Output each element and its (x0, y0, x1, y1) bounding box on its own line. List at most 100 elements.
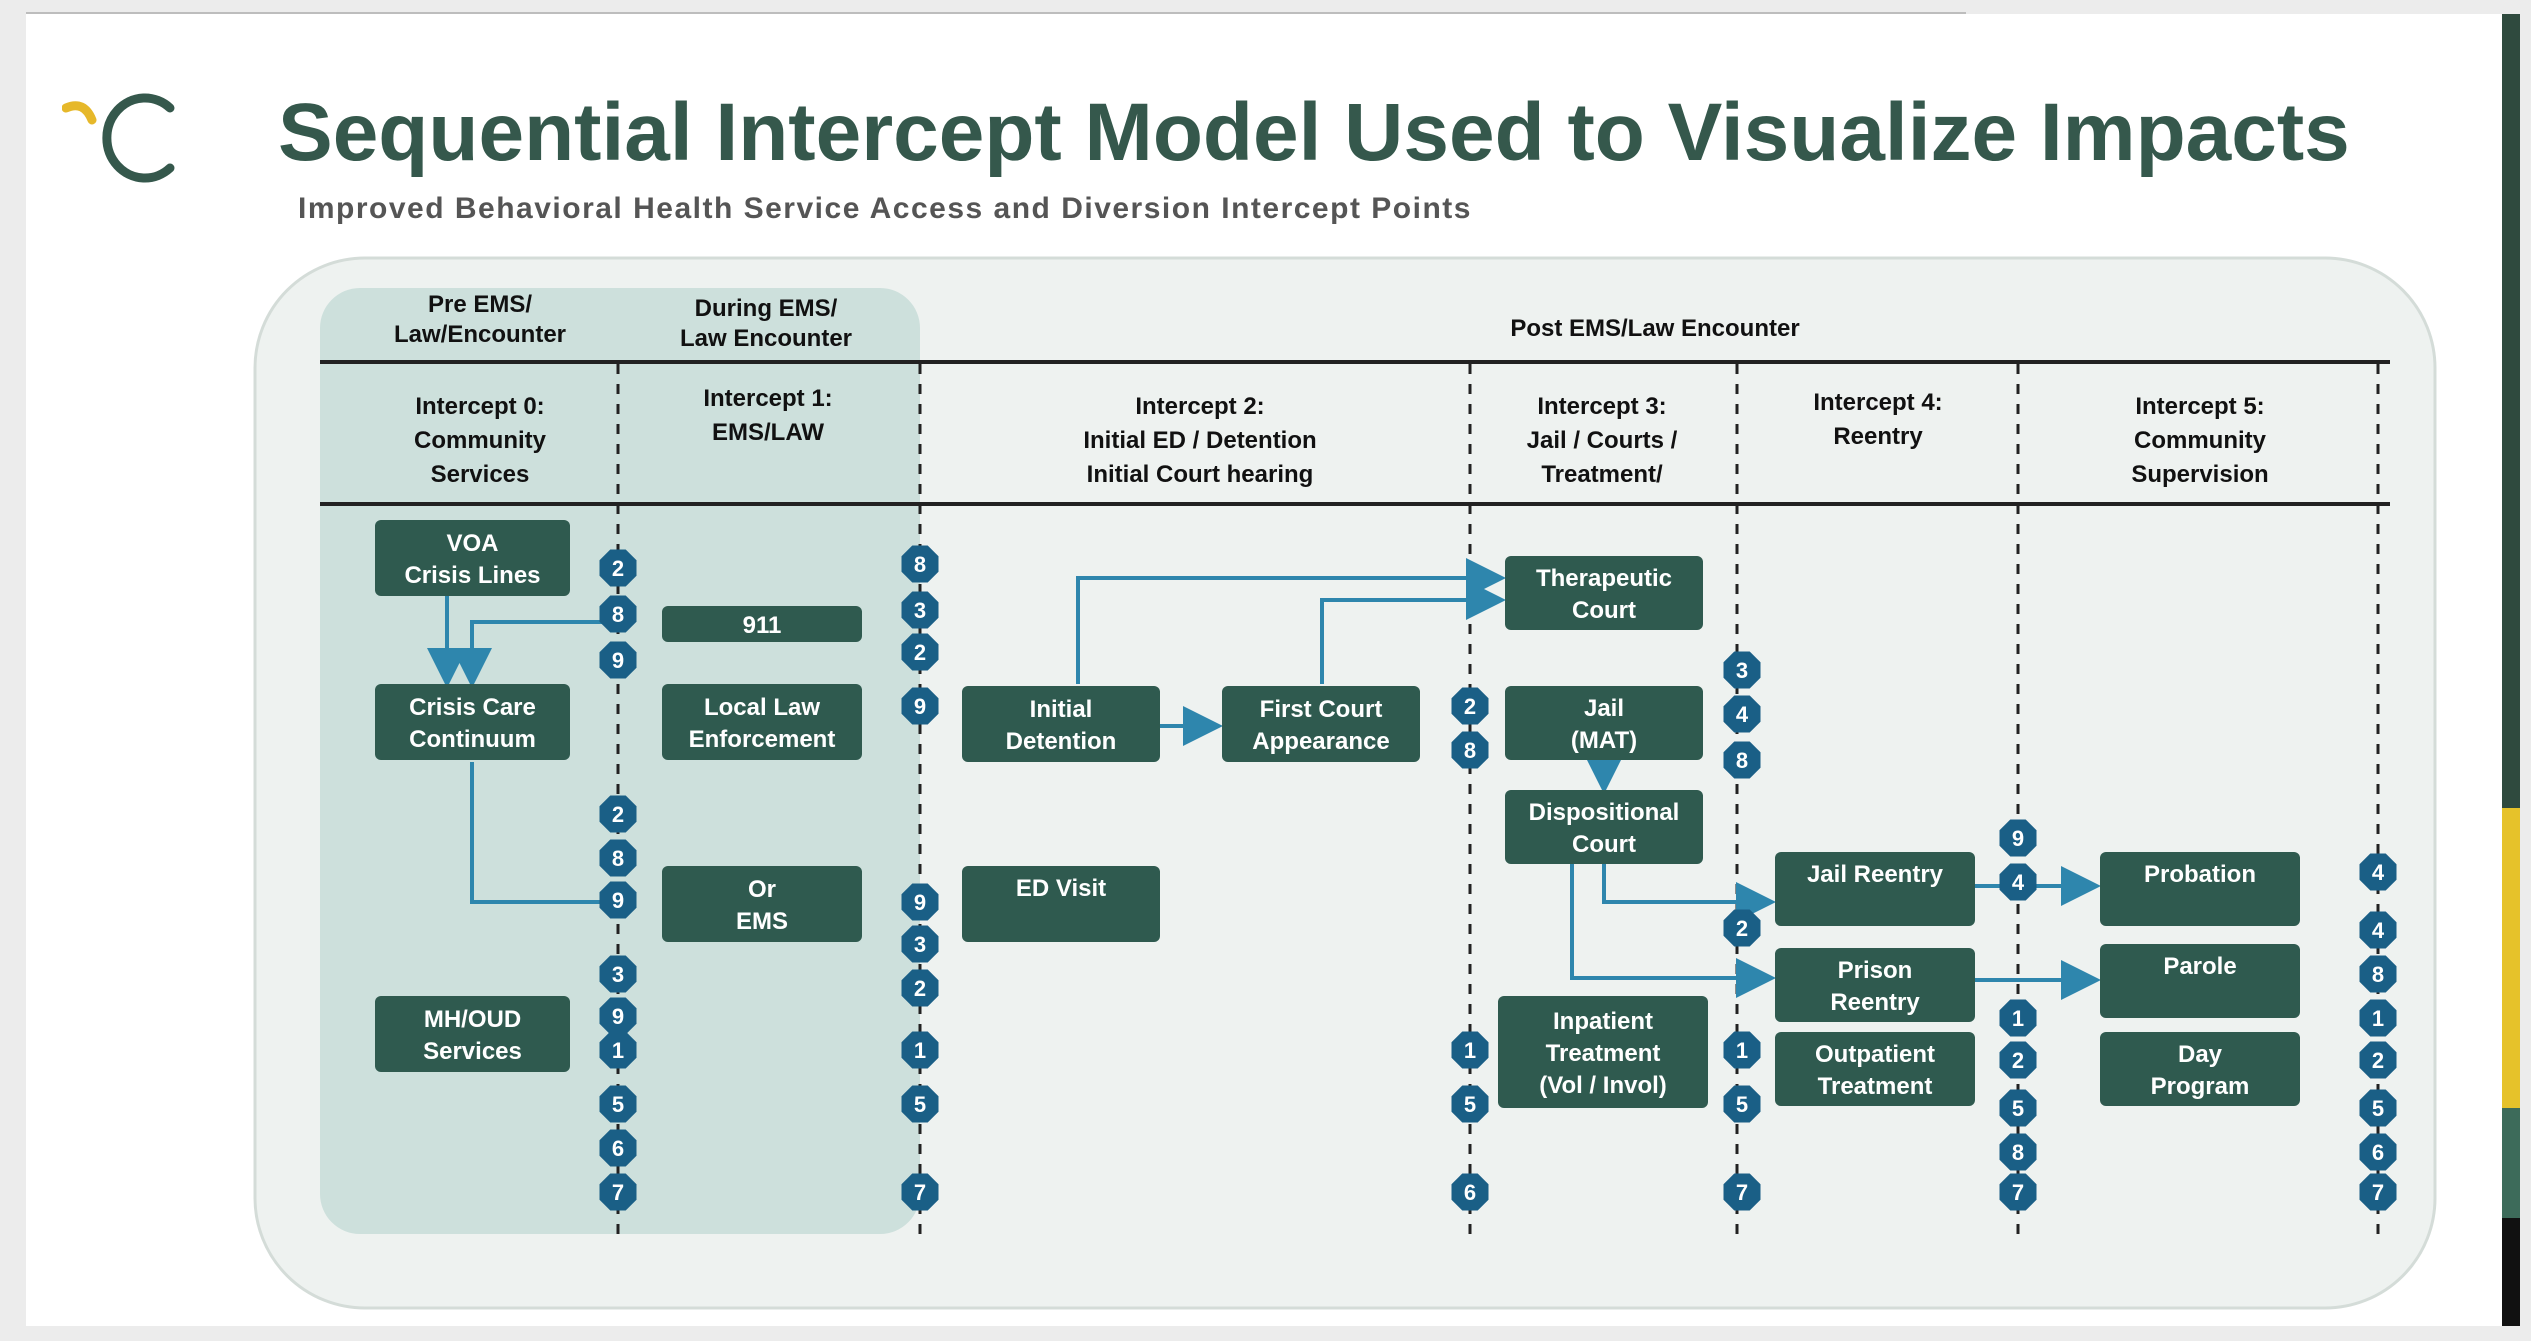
box-jail-reentry (1775, 852, 1975, 926)
badge-number: 8 (612, 602, 624, 627)
badge-c0-mid-2 (599, 881, 637, 919)
box-label-mh-oud: Services (423, 1038, 522, 1065)
box-label-local-law: Enforcement (689, 726, 836, 753)
badge-c0-top-2 (599, 641, 637, 679)
intercept-header-4: Intercept 4: (1813, 389, 1942, 416)
badge-number: 2 (612, 802, 624, 827)
intercept-header-2: Initial ED / Detention (1083, 427, 1316, 454)
badge-number: 9 (612, 648, 624, 673)
badge-c5-4 (2359, 1041, 2397, 1079)
badge-number: 8 (2012, 1140, 2024, 1165)
badge-number: 3 (914, 598, 926, 623)
badge-c1-top-2 (901, 633, 939, 671)
badge-c0-mid-1 (599, 839, 637, 877)
box-label-voa: VOA (446, 530, 498, 557)
badge-c2-low-1 (1451, 1085, 1489, 1123)
badge-c4-low-3 (1999, 1133, 2037, 1171)
box-label-local-law: Local Law (704, 694, 820, 721)
badge-c3-jail-1 (1723, 695, 1761, 733)
box-n911 (662, 606, 862, 642)
badge-number: 5 (1736, 1092, 1748, 1117)
box-label-first-court: Appearance (1252, 728, 1389, 755)
box-label-prison-reentry: Prison (1838, 957, 1913, 984)
badge-c4-low-0 (1999, 999, 2037, 1037)
box-label-mh-oud: MH/OUD (424, 1006, 521, 1033)
intercept-header-2: Initial Court hearing (1087, 461, 1314, 488)
logo-icon (62, 93, 175, 183)
badge-c3-low-2 (1723, 1173, 1761, 1211)
arrow-detention-therapeutic (1076, 558, 1506, 684)
box-label-outpatient: Treatment (1818, 1073, 1933, 1100)
box-voa (375, 520, 570, 596)
badge-c0-low-2 (599, 1031, 637, 1069)
badge-c0-low-1 (599, 997, 637, 1035)
phase-label-pre: Law/Encounter (394, 321, 566, 348)
intercept-header-3: Intercept 3: (1537, 393, 1666, 420)
box-label-voa: Crisis Lines (404, 562, 540, 589)
box-or-ems (662, 866, 862, 942)
phase-label-post: Post EMS/Law Encounter (1510, 315, 1799, 342)
phase-label-during: During EMS/ (695, 295, 838, 322)
badge-c1-low-2 (901, 1173, 939, 1211)
top-border-line (26, 12, 1966, 14)
box-label-inpatient: Treatment (1546, 1040, 1661, 1067)
box-label-first-court: First Court (1260, 696, 1383, 723)
badge-number: 8 (2372, 962, 2384, 987)
box-label-or-ems: Or (748, 876, 776, 903)
badge-c4-low-2 (1999, 1089, 2037, 1127)
intercept-header-1: Intercept 1: (703, 385, 832, 412)
badge-c4-low-4 (1999, 1173, 2037, 1211)
badge-number: 1 (2372, 1006, 2384, 1031)
right-accent-bar-gold (2502, 808, 2520, 1108)
phase-label-during: Law Encounter (680, 325, 852, 352)
intercept-header-3: Treatment/ (1541, 461, 1663, 488)
badge-number: 8 (612, 846, 624, 871)
badge-number: 9 (612, 1004, 624, 1029)
badge-number: 1 (612, 1038, 624, 1063)
badge-c0-low-4 (599, 1129, 637, 1167)
box-jail-mat (1505, 686, 1703, 760)
badge-c5-1 (2359, 911, 2397, 949)
badge-c3-low-1 (1723, 1085, 1761, 1123)
badge-number: 1 (914, 1038, 926, 1063)
badge-number: 6 (612, 1136, 624, 1161)
badge-number: 5 (914, 1092, 926, 1117)
badge-number: 3 (612, 962, 624, 987)
badge-number: 3 (1736, 658, 1748, 683)
intercept-header-5: Supervision (2131, 461, 2268, 488)
box-probation (2100, 852, 2300, 926)
box-label-day-program: Day (2178, 1041, 2223, 1068)
badge-c3-mid-0 (1723, 909, 1761, 947)
badge-number: 2 (2372, 1048, 2384, 1073)
arrow-crisis-ems (470, 762, 600, 904)
box-label-or-ems: EMS (736, 908, 788, 935)
badge-c2-court-0 (1451, 687, 1489, 725)
box-day-program (2100, 1032, 2300, 1106)
intercept-header-0: Intercept 0: (415, 393, 544, 420)
page-title: Sequential Intercept Model Used to Visua… (278, 87, 2350, 178)
right-accent-bar-black (2502, 1218, 2520, 1326)
box-label-jail-mat: (MAT) (1571, 727, 1637, 754)
box-label-initial-detention: Detention (1006, 728, 1117, 755)
badge-c5-0 (2359, 853, 2397, 891)
box-label-jail-reentry: Jail Reentry (1807, 861, 1944, 888)
box-initial-detention (962, 686, 1160, 762)
box-dispositional (1505, 790, 1703, 864)
box-first-court (1222, 686, 1420, 762)
phase-label-pre: Pre EMS/ (428, 291, 532, 318)
badge-number: 2 (612, 556, 624, 581)
badge-c2-low-0 (1451, 1031, 1489, 1069)
badge-number: 7 (1736, 1180, 1748, 1205)
badge-c3-jail-0 (1723, 651, 1761, 689)
badge-c1-det-0 (901, 687, 939, 725)
badge-number: 7 (2372, 1180, 2384, 1205)
page-subtitle: Improved Behavioral Health Service Acces… (298, 192, 1472, 225)
right-accent-bar-green (2502, 1108, 2520, 1218)
intercept-header-1: EMS/LAW (712, 419, 824, 446)
arrow-8-crisis (452, 620, 612, 688)
column-headers: Pre EMS/Law/Encounter During EMS/Law Enco… (394, 291, 2269, 488)
badge-number: 2 (2012, 1048, 2024, 1073)
box-label-crisis-care: Crisis Care (409, 694, 536, 721)
box-ed-visit (962, 866, 1160, 942)
